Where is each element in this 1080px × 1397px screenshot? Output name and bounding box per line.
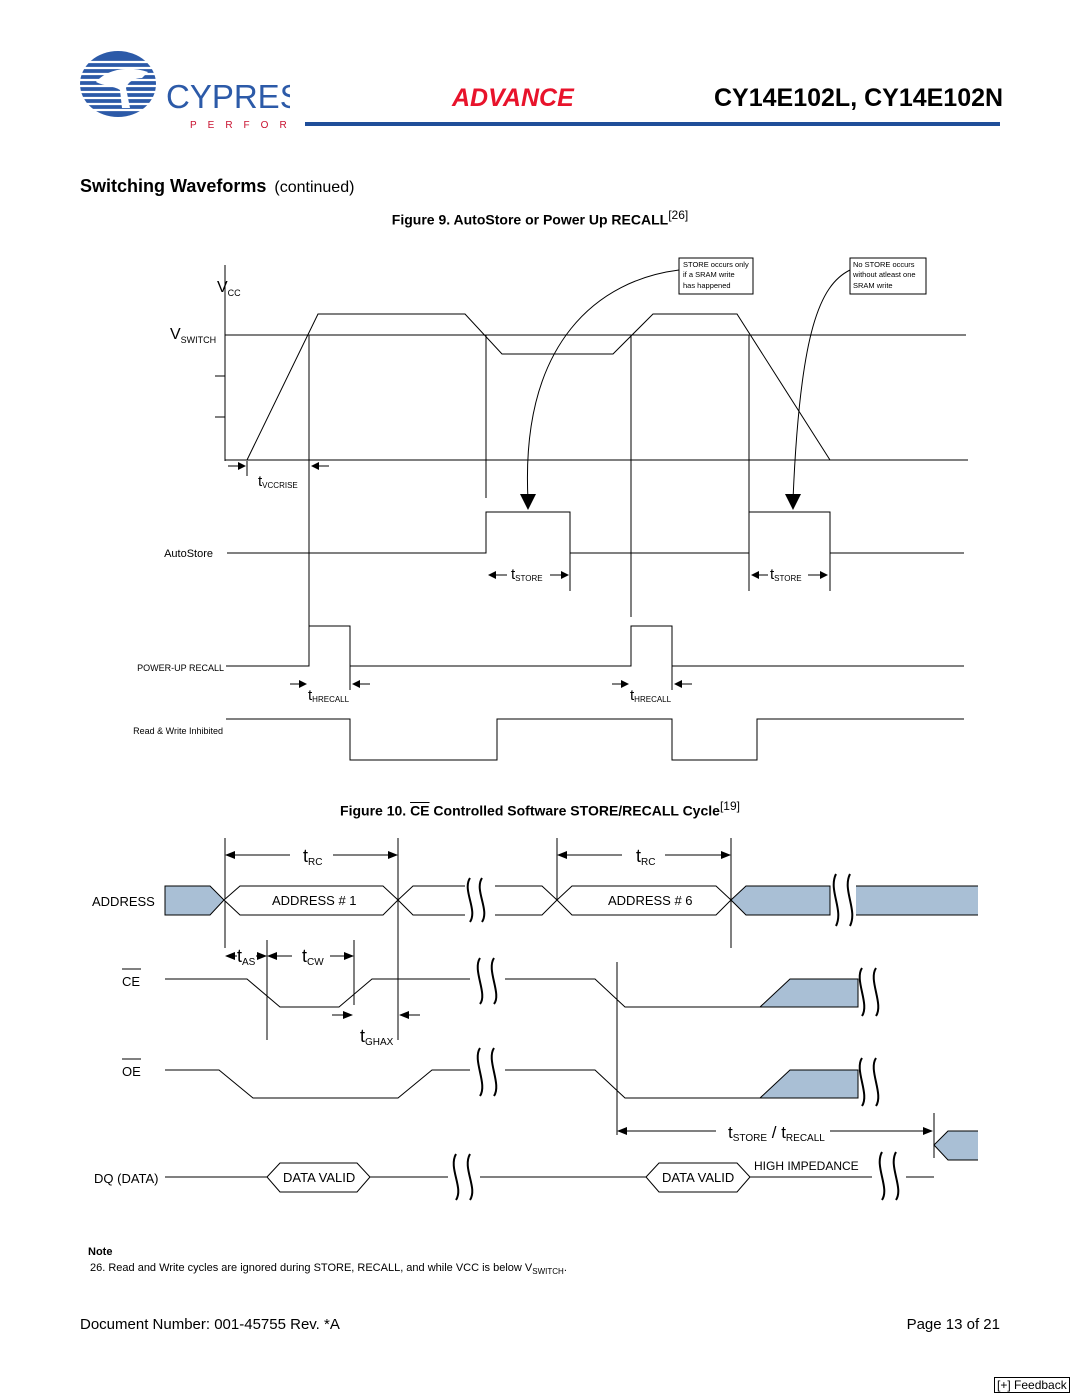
callout2-line1: No STORE occurs <box>853 260 915 269</box>
figure10-caption: Figure 10. CE Controlled Software STORE/… <box>0 799 1080 819</box>
dq-label: DQ (DATA) <box>94 1171 159 1186</box>
section-continued: (continued) <box>274 179 355 196</box>
break-symbol <box>858 967 880 1017</box>
autostore-label: AutoStore <box>164 548 213 560</box>
oe-undefined-region <box>758 1069 859 1099</box>
autostore-waveform <box>227 511 964 554</box>
break-symbol <box>832 873 854 927</box>
cypress-logo: CYPRESS PERFORM <box>80 51 290 131</box>
ce-waveform <box>165 978 470 1008</box>
figure10-caption-ref: [19] <box>719 799 740 813</box>
trc-label-2: tRC <box>636 846 655 868</box>
figure10-diagram: tRC tRC ADDRESS ADDRESS # 1 ADDRESS # 6 … <box>92 838 978 1201</box>
callout2-line3: SRAM write <box>853 281 893 290</box>
break-symbol <box>452 1153 474 1201</box>
data-valid-2-text: DATA VALID <box>662 1170 734 1185</box>
figure10-caption-ce: CE <box>410 802 430 819</box>
status-advance: ADVANCE <box>452 84 574 112</box>
vcc-waveform <box>246 313 831 461</box>
logo-tagline: PERFORM <box>190 120 290 131</box>
address-1-text: ADDRESS # 1 <box>272 893 357 908</box>
ce-undefined-region <box>758 978 859 1008</box>
vcc-label: VCC <box>217 279 241 298</box>
break-symbol <box>476 957 498 1005</box>
ce-label: CE <box>122 974 140 989</box>
address-bus-segment <box>397 885 465 916</box>
tcw-label: tCW <box>302 946 324 968</box>
rw-inhibited-waveform <box>226 718 964 761</box>
powerup-recall-label: POWER-UP RECALL <box>137 663 224 673</box>
tstore-label-2: tSTORE <box>770 566 802 583</box>
note-sub: SWITCH <box>532 1267 564 1277</box>
break-symbol <box>858 1057 880 1107</box>
note-text: 26. Read and Write cycles are ignored du… <box>90 1262 567 1276</box>
callout-store-occurs <box>678 257 754 295</box>
figure10-caption-rest: Controlled Software STORE/RECALL Cycle <box>429 802 720 819</box>
break-symbol <box>466 877 486 923</box>
address-bus-segment <box>495 885 558 916</box>
callout2-pointer <box>792 269 851 501</box>
tstore-label-1: tSTORE <box>511 566 543 583</box>
header-rule <box>305 122 1000 126</box>
logo-wordmark: CYPRESS <box>166 78 290 115</box>
vswitch-label: VSWITCH <box>170 326 216 345</box>
callout1-line3: has happened <box>683 281 731 290</box>
feedback-link[interactable]: [+] Feedback <box>994 1377 1070 1393</box>
figure9-caption: Figure 9. AutoStore or Power Up RECALL[2… <box>0 208 1080 228</box>
data-valid-1-text: DATA VALID <box>283 1170 355 1185</box>
callout2-arrowhead <box>785 494 801 510</box>
break-symbol <box>476 1047 498 1097</box>
callout1-arrowhead <box>520 494 536 510</box>
dq-output-region <box>934 1131 978 1160</box>
callout1-line2: if a SRAM write <box>683 270 735 279</box>
address-invalid-end <box>856 886 978 915</box>
oe-waveform <box>165 1069 470 1099</box>
figure9-caption-ref: [26] <box>668 208 689 222</box>
callout1-pointer <box>526 269 680 501</box>
trc-label-1: tRC <box>303 846 322 868</box>
section-title-text: Switching Waveforms <box>80 176 267 196</box>
tstore-recall-label: tSTORE / tRECALL <box>728 1123 825 1144</box>
callout2-line2: without atleast one <box>852 270 916 279</box>
break-symbol <box>878 1151 900 1201</box>
address-label: ADDRESS <box>92 894 155 909</box>
note-body: 26. Read and Write cycles are ignored du… <box>90 1262 533 1274</box>
threcall-label-1: tHRECALL <box>308 687 350 704</box>
high-impedance-text: HIGH IMPEDANCE <box>754 1159 859 1173</box>
tvccrise-label: tVCCRISE <box>258 473 298 490</box>
section-title: Switching Waveforms (continued) <box>80 176 354 197</box>
ce-waveform-2 <box>505 978 760 1008</box>
callout1-line1: STORE occurs only <box>683 260 749 269</box>
rw-inhibited-label: Read & Write Inhibited <box>133 726 223 736</box>
address-invalid-right <box>730 885 831 916</box>
tghax-label: tGHAX <box>360 1026 394 1048</box>
tas-label: tAS <box>237 946 256 968</box>
address-6-text: ADDRESS # 6 <box>608 893 693 908</box>
note-end: . <box>563 1262 567 1274</box>
address-invalid-left <box>164 885 225 916</box>
dq-output-edge <box>933 1130 978 1161</box>
document-number: Document Number: 001-45755 Rev. *A <box>80 1316 340 1333</box>
figure9-caption-text: Figure 9. AutoStore or Power Up RECALL <box>391 211 669 228</box>
page-number: Page 13 of 21 <box>906 1316 1000 1333</box>
logo-globe <box>80 51 156 117</box>
part-numbers: CY14E102L, CY14E102N <box>714 84 1004 112</box>
powerup-recall-waveform <box>226 625 964 667</box>
oe-label: OE <box>122 1064 141 1079</box>
threcall-label-2: tHRECALL <box>630 687 672 704</box>
callout-no-store <box>849 257 927 295</box>
figure9-diagram: VCC VSWITCH tVCCRISE STORE occurs only i… <box>133 257 968 761</box>
figure10-caption-prefix: Figure 10. <box>340 802 411 819</box>
oe-waveform-2 <box>505 1069 760 1099</box>
note-heading: Note <box>88 1246 113 1258</box>
